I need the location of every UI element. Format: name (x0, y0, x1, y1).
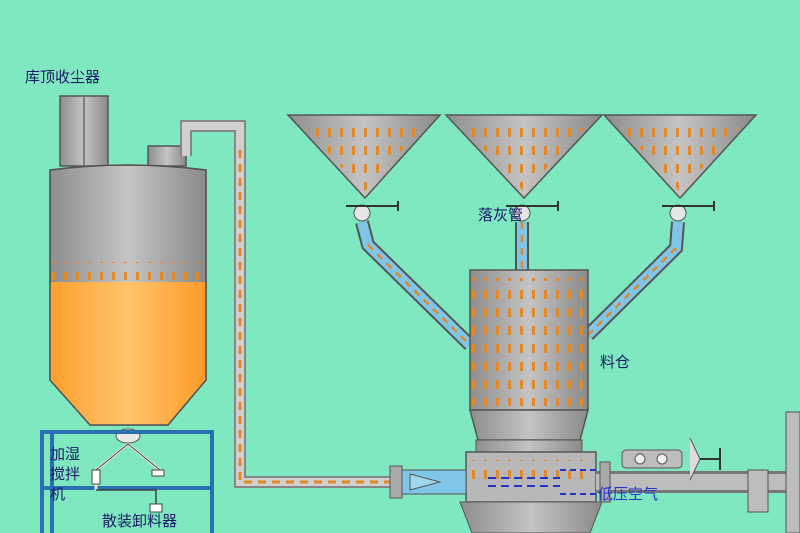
hopper-left (286, 114, 442, 200)
venturi-nozzle (389, 465, 467, 499)
support-frame (40, 430, 214, 533)
conveying-pipe (180, 120, 390, 488)
air-arrows (488, 469, 600, 495)
label-humidifier-3: 机 (50, 485, 66, 503)
drop-pipes (355, 220, 685, 350)
label-bulk-loader: 散装卸料器 (102, 512, 178, 530)
main-silo (49, 164, 207, 444)
label-bin: 料仓 (600, 353, 631, 371)
central-bin (469, 269, 589, 453)
hopper-right (602, 114, 758, 200)
label-drop-pipe: 落灰管 (478, 206, 524, 224)
dust-collector (59, 95, 109, 167)
label-humidifier-2: 搅拌 (50, 465, 81, 483)
air-inlet-pipe (596, 411, 800, 533)
label-humidifier-1: 加湿 (50, 445, 81, 463)
humidifier-mixer-unit (91, 442, 165, 513)
feeder-base (459, 451, 603, 533)
label-low-pressure-air: 低压空气 (598, 485, 659, 503)
label-silo-dust-collector: 库顶收尘器 (25, 68, 101, 86)
hopper-valves (346, 201, 715, 222)
hopper-middle (444, 114, 604, 200)
